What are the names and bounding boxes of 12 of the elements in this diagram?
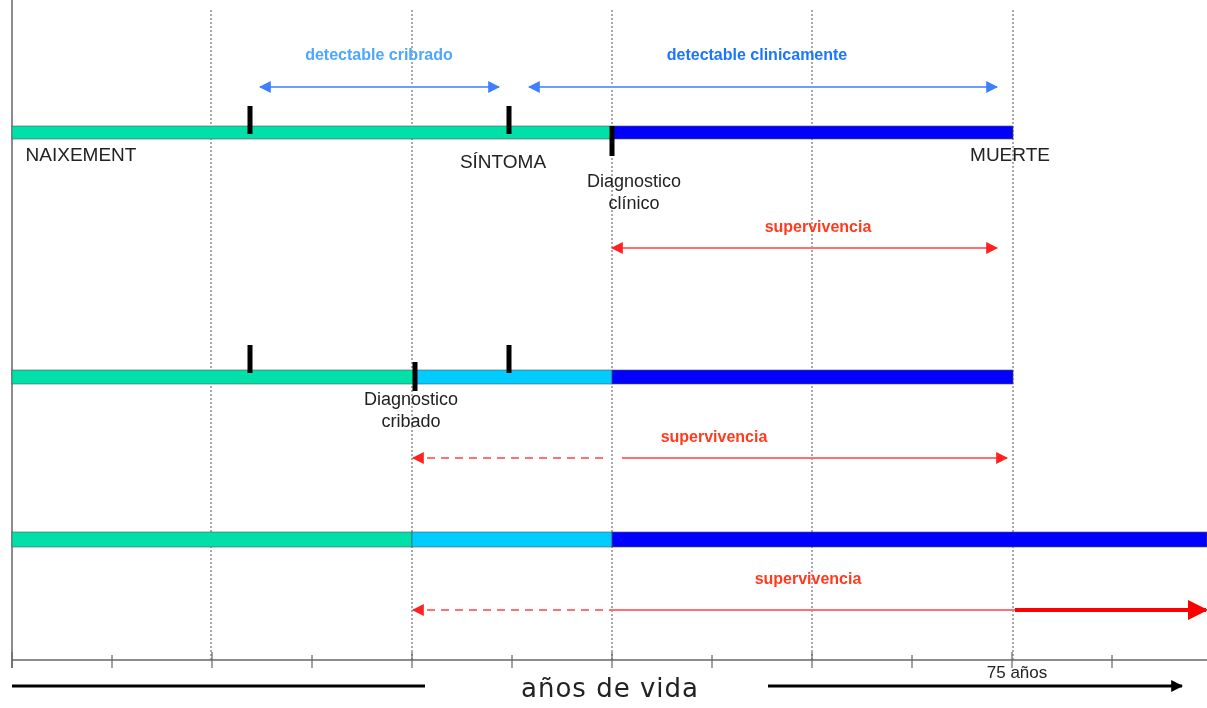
- event-label: MUERTE: [970, 144, 1050, 167]
- event-label: SÍNTOMA: [459, 151, 547, 174]
- span-label: supervivencia: [660, 427, 768, 447]
- span-label: supervivencia: [764, 217, 872, 237]
- span-label: detectable cribrado: [305, 45, 453, 65]
- event-label: Diagnostico cribado: [362, 389, 460, 433]
- axis-title: años de vida: [521, 673, 699, 705]
- event-label: Diagnostico clínico: [585, 171, 683, 215]
- span-label: supervivencia: [754, 569, 862, 589]
- event-label: NAIXEMENT: [25, 144, 137, 167]
- span-label: detectable clinicamente: [666, 45, 848, 65]
- axis-label: 75 años: [986, 663, 1048, 684]
